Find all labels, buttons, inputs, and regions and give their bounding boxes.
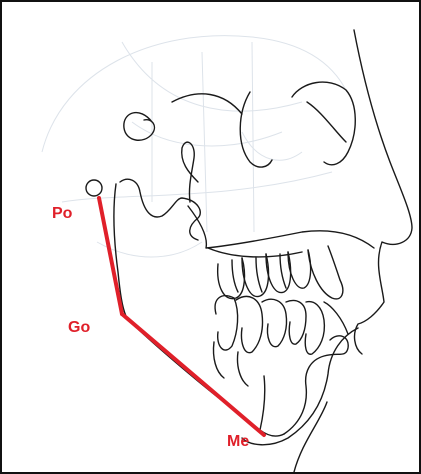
faint-skull-outline [42,36,347,257]
throat-line [294,402,327,472]
maxilla-outline [188,206,374,248]
chin-soft-tissue [242,328,358,445]
skull-outline [86,30,412,472]
upper-teeth [218,246,343,299]
orbit-inner [307,102,346,142]
label-menton: Me [227,434,249,450]
nasal-profile [354,30,412,354]
symphysis-inner [260,376,265,430]
ramus-line-po-go [99,198,122,314]
label-porion: Po [52,206,72,222]
porion-circle [86,180,102,196]
label-gonion: Go [68,320,90,336]
mandibular-plane-lines [99,198,264,435]
zygoma-curve [240,92,272,167]
mandible-condyle [120,179,200,240]
mandibular-plane-go-me [122,314,264,435]
